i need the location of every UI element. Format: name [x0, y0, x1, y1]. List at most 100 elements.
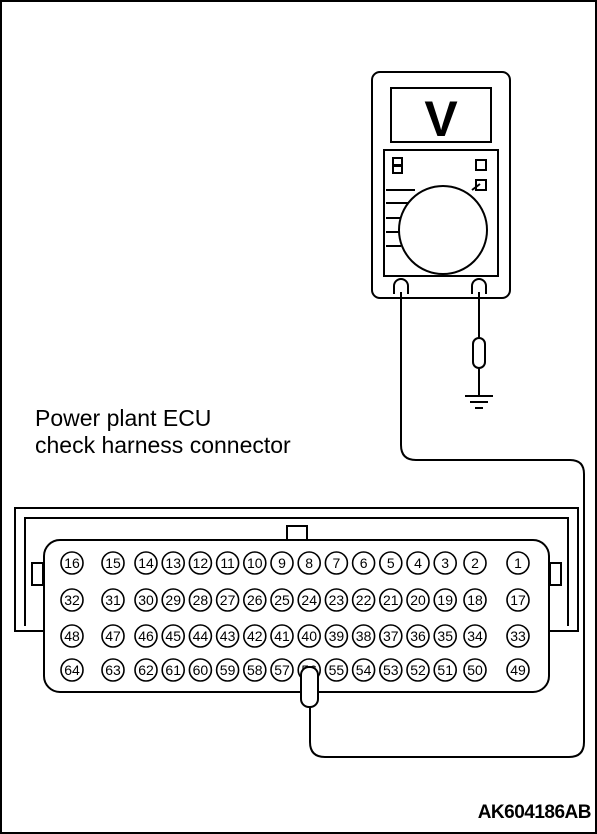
pin-circle: [188, 658, 213, 682]
pin-label: 11: [220, 555, 235, 571]
pin-label: 5: [387, 555, 395, 571]
pin-label: 10: [247, 555, 263, 571]
pin-label: 45: [165, 628, 181, 644]
meter-jack-left: [393, 278, 409, 294]
figure-id: AK604186AB: [477, 802, 592, 823]
connector-key-right: [549, 562, 562, 586]
pin-label: 28: [193, 592, 209, 608]
pin-label: 31: [105, 592, 121, 608]
connector-pin-7: 7: [324, 551, 349, 575]
pin-label: 64: [64, 662, 80, 678]
connector-pin-47: 47: [101, 624, 125, 648]
pin-label: 59: [220, 662, 236, 678]
pin-label: 7: [333, 555, 341, 571]
connector-pin-54: 54: [351, 658, 376, 682]
pin-circle: [378, 588, 403, 612]
pin-label: 27: [220, 592, 236, 608]
connector-pin-24: 24: [297, 588, 322, 612]
connector-pin-34: 34: [463, 624, 487, 648]
pin-label: 23: [329, 592, 345, 608]
pin-label: 43: [220, 628, 236, 644]
connector-pin-61: 61: [161, 658, 185, 682]
connector-pin-2: 2: [463, 551, 487, 575]
connector-latch: [286, 525, 308, 541]
pin-circle: [463, 551, 487, 575]
meter-dial-panel: [383, 149, 499, 277]
pin-circle: [506, 658, 530, 682]
pin-circle: [60, 588, 84, 612]
connector-pin-38: 38: [351, 624, 376, 648]
pin-circle: [188, 588, 213, 612]
connector-pin-30: 30: [134, 588, 158, 612]
pin-circle: [101, 624, 125, 648]
connector-pin-3: 3: [433, 551, 458, 575]
pin-label: 62: [138, 662, 154, 678]
connector-pin-53: 53: [378, 658, 403, 682]
pin-label: 24: [301, 592, 317, 608]
pin-circle: [215, 551, 240, 575]
connector-pin-29: 29: [161, 588, 185, 612]
pin-circle: [297, 624, 322, 648]
pin-circle: [161, 658, 185, 682]
pin-circle: [270, 658, 294, 682]
meter-indicator: [475, 179, 487, 191]
connector-pin-50: 50: [463, 658, 487, 682]
pin-circle: [324, 588, 349, 612]
pin-label: 8: [305, 555, 313, 571]
connector-pin-16: 16: [60, 551, 84, 575]
connector-pin-35: 35: [433, 624, 458, 648]
caption-line-2: check harness connector: [35, 432, 291, 458]
pin-circle: [161, 588, 185, 612]
pin-label: 30: [138, 592, 154, 608]
connector-pin-18: 18: [463, 588, 487, 612]
connector-pin-4: 4: [406, 551, 430, 575]
meter-dial: [398, 185, 488, 275]
connector-pin-45: 45: [161, 624, 185, 648]
pin-label: 22: [356, 592, 372, 608]
connector-pin-6: 6: [351, 551, 376, 575]
connector-pin-40: 40: [297, 624, 322, 648]
pin-label: 46: [138, 628, 154, 644]
pin-circle: [506, 624, 530, 648]
connector-pin-1: 1: [506, 551, 530, 575]
pin-circle: [506, 588, 530, 612]
pin-circle: [270, 588, 294, 612]
pin-label: 40: [301, 628, 317, 644]
connector-pin-39: 39: [324, 624, 349, 648]
pin-label: 20: [410, 592, 426, 608]
connector-pin-48: 48: [60, 624, 84, 648]
ground-probe: [472, 337, 486, 369]
connector-pin-27: 27: [215, 588, 240, 612]
connector-pin-62: 62: [134, 658, 158, 682]
connector-pin-49: 49: [506, 658, 530, 682]
pin-label: 3: [441, 555, 449, 571]
pin-circle: [60, 551, 84, 575]
multimeter: V: [371, 71, 511, 299]
pin-label: 61: [165, 662, 181, 678]
pin-circle: [101, 551, 125, 575]
pin-label: 47: [105, 628, 121, 644]
connector-pin-23: 23: [324, 588, 349, 612]
pin-label: 19: [437, 592, 453, 608]
connector-key-left: [31, 562, 44, 586]
pin-circle: [215, 624, 240, 648]
pin-label: 44: [193, 628, 209, 644]
meter-body: [371, 71, 511, 299]
pin-circle: [297, 588, 322, 612]
pin-circle: [463, 624, 487, 648]
pin-circle: [161, 624, 185, 648]
pin-label: 13: [165, 555, 181, 571]
pin-circle: [463, 588, 487, 612]
pin-circle: [243, 551, 267, 575]
meter-indicator: [392, 157, 403, 166]
connector-pin-11: 11: [215, 551, 240, 575]
pin-circle: [378, 551, 403, 575]
connector-pin-26: 26: [243, 588, 267, 612]
meter-jack-right: [471, 278, 487, 294]
pin-label: 17: [510, 592, 526, 608]
pin-label: 21: [383, 592, 399, 608]
pin-label: 55: [329, 662, 345, 678]
pin-circle: [60, 658, 84, 682]
pin-circle: [243, 658, 267, 682]
meter-indicator: [475, 159, 487, 171]
